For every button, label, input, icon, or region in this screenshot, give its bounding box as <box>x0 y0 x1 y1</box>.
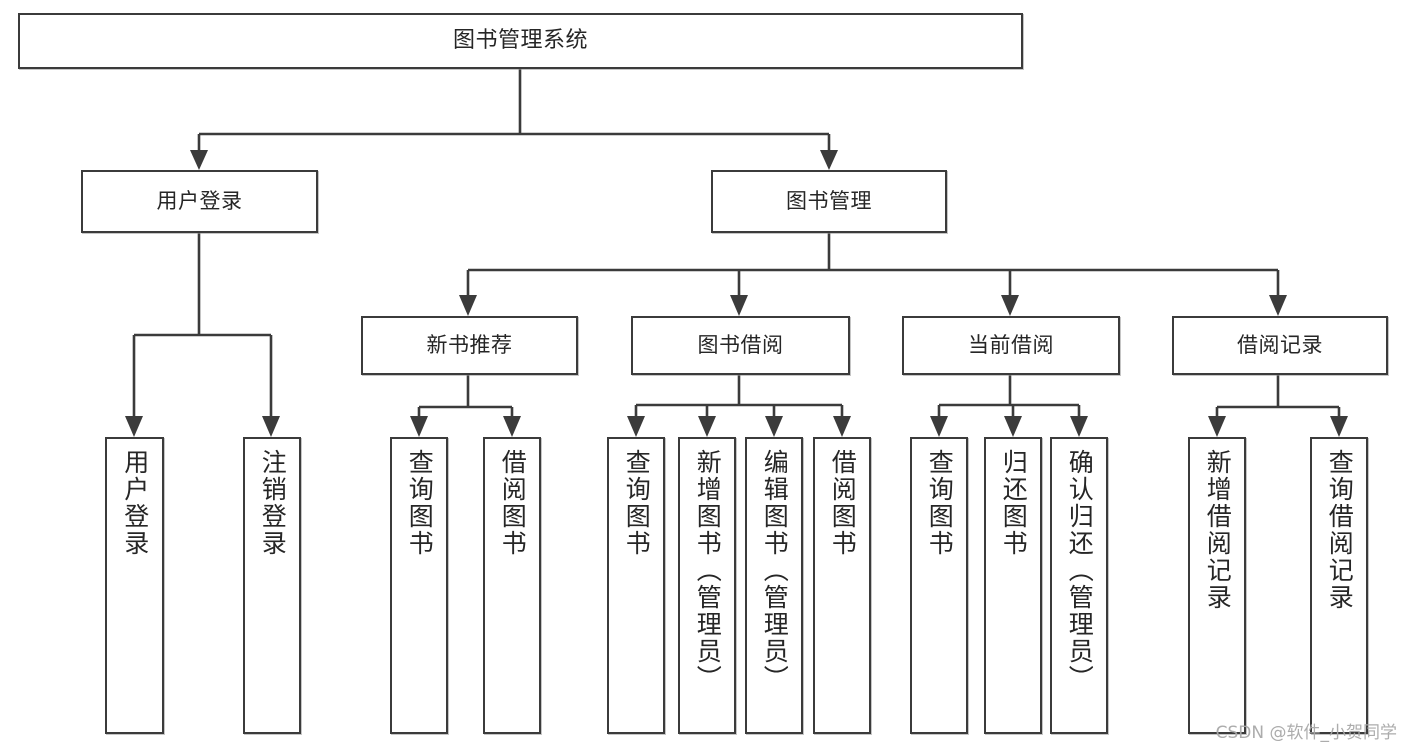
arrowhead-leaf-query-record <box>1330 416 1348 437</box>
node-label: 当前借阅 <box>968 333 1054 358</box>
arrowhead-leaf-borrow-book-1 <box>503 416 521 437</box>
node-label: 图书管理系统 <box>452 28 588 54</box>
arrowhead-leaf-return-book <box>1004 416 1022 437</box>
node-leaf-query-book-2[interactable]: 查询图书 <box>607 437 665 734</box>
node-label: 查询借阅记录 <box>1325 449 1355 611</box>
node-leaf-return-book[interactable]: 归还图书 <box>984 437 1042 734</box>
arrowhead-book-borrow <box>730 295 748 316</box>
node-leaf-query-record[interactable]: 查询借阅记录 <box>1310 437 1368 734</box>
arrowhead-leaf-add-book <box>698 416 716 437</box>
node-root-system[interactable]: 图书管理系统 <box>18 13 1023 69</box>
node-label: 新增借阅记录 <box>1203 449 1233 611</box>
node-book-manage[interactable]: 图书管理 <box>711 170 947 233</box>
node-label: 用户登录 <box>120 449 150 557</box>
node-leaf-borrow-book-2[interactable]: 借阅图书 <box>813 437 871 734</box>
node-leaf-logout-login[interactable]: 注销登录 <box>243 437 301 734</box>
arrowhead-leaf-edit-book <box>765 416 783 437</box>
arrowhead-leaf-borrow-book-2 <box>833 416 851 437</box>
node-label: 借阅记录 <box>1237 333 1323 358</box>
arrowhead-book-manage <box>820 150 838 170</box>
arrowhead-borrow-record <box>1269 295 1287 316</box>
arrowhead-leaf-confirm-return <box>1070 416 1088 437</box>
arrowhead-new-book-recommend <box>459 295 477 316</box>
node-label: 查询图书 <box>405 449 435 557</box>
node-label: 注销登录 <box>258 449 288 557</box>
arrowhead-leaf-query-book-2 <box>627 416 645 437</box>
node-label: 图书管理 <box>786 189 872 214</box>
arrowhead-leaf-add-record <box>1208 416 1226 437</box>
node-label: 归还图书 <box>999 449 1029 557</box>
node-leaf-query-book-3[interactable]: 查询图书 <box>910 437 968 734</box>
node-current-borrow[interactable]: 当前借阅 <box>902 316 1120 375</box>
arrowhead-leaf-logout-login <box>262 416 280 437</box>
node-leaf-borrow-book-1[interactable]: 借阅图书 <box>483 437 541 734</box>
arrowhead-user-login <box>190 150 208 170</box>
node-leaf-add-record[interactable]: 新增借阅记录 <box>1188 437 1246 734</box>
node-leaf-add-book[interactable]: 新增图书（管理员） <box>678 437 736 734</box>
node-leaf-user-login[interactable]: 用户登录 <box>105 437 164 734</box>
node-label: 图书借阅 <box>697 333 784 358</box>
node-leaf-edit-book[interactable]: 编辑图书（管理员） <box>745 437 803 734</box>
node-label: 借阅图书 <box>828 449 858 557</box>
node-leaf-confirm-return[interactable]: 确认归还（管理员） <box>1050 437 1108 734</box>
node-label: 确认归还（管理员） <box>1065 449 1095 692</box>
node-user-login[interactable]: 用户登录 <box>81 170 318 233</box>
node-label: 查询图书 <box>622 449 652 557</box>
node-borrow-record[interactable]: 借阅记录 <box>1172 316 1388 375</box>
arrowhead-leaf-user-login <box>125 416 143 437</box>
arrowhead-current-borrow <box>1001 295 1019 316</box>
node-leaf-query-book-1[interactable]: 查询图书 <box>390 437 448 734</box>
node-label: 新书推荐 <box>426 333 513 358</box>
node-new-book-recommend[interactable]: 新书推荐 <box>361 316 578 375</box>
node-label: 新增图书（管理员） <box>693 449 723 692</box>
csdn-watermark: CSDN @软件_小贺同学 <box>1215 723 1397 743</box>
node-book-borrow[interactable]: 图书借阅 <box>631 316 850 375</box>
arrowhead-leaf-query-book-1 <box>410 416 428 437</box>
node-label: 查询图书 <box>925 449 955 557</box>
arrowhead-leaf-query-book-3 <box>930 416 948 437</box>
node-label: 编辑图书（管理员） <box>760 449 790 692</box>
node-label: 借阅图书 <box>498 449 528 557</box>
node-label: 用户登录 <box>156 189 243 214</box>
